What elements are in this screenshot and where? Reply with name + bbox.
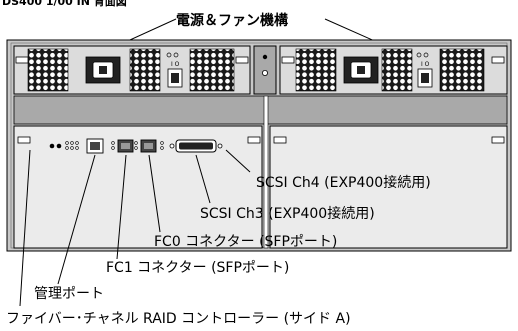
leader-controller (19, 149, 31, 307)
leader-lines (19, 149, 251, 307)
svg-text:I O: I O (171, 61, 180, 68)
controller-side-b (269, 125, 508, 249)
middle-band (13, 95, 508, 125)
vent-left-3 (189, 48, 235, 92)
chassis: I O I O (6, 39, 512, 252)
controller-a-latch-left (17, 136, 31, 144)
label-controller: ファイバー･チャネル RAID コントローラー (サイド A) (6, 311, 351, 327)
status-led-left (166, 52, 172, 58)
power-supply-left: I O (13, 45, 251, 95)
vent-right-3 (439, 48, 485, 92)
label-fc0: FC0 コネクター (SFPポート) (154, 234, 337, 250)
power-supply-right: I O (279, 45, 508, 95)
top-cut-text: DS400 1/00 IN 背面図 (2, 0, 127, 8)
controller-led-1 (49, 143, 55, 149)
fc-port-leds (111, 141, 164, 150)
vent-right-1 (295, 48, 337, 92)
label-fc1: FC1 コネクター (SFPポート) (106, 260, 289, 276)
scsi-connector (169, 139, 223, 153)
svg-text:I O: I O (421, 61, 430, 68)
power-fan-title: 電源＆ファン機構 (176, 12, 288, 29)
controller-b-latch-left (273, 136, 287, 144)
controller-b-latch-right (491, 136, 505, 144)
leader-fc0 (148, 154, 161, 233)
leader-fc1 (116, 154, 127, 260)
label-management-port: 管理ポート (34, 286, 104, 302)
label-scsi-ch3: SCSI Ch3 (EXP400接続用) (200, 205, 375, 222)
controller-led-2 (56, 143, 62, 149)
vent-left-1 (27, 48, 69, 92)
leader-scsi-ch3 (195, 154, 211, 204)
latch-right-2 (491, 56, 505, 64)
controller-led-grid (65, 141, 79, 150)
vent-left-2 (129, 48, 161, 92)
vent-right-2 (381, 48, 413, 92)
latch-left-2 (235, 56, 249, 64)
leader-mgmt (57, 154, 96, 285)
latch-left-1 (15, 56, 29, 64)
center-divider (253, 45, 277, 95)
leader-scsi-ch4 (225, 149, 251, 173)
label-scsi-ch4: SCSI Ch4 (EXP400接続用) (256, 174, 431, 191)
latch-right-1 (281, 56, 295, 64)
controller-side-a (13, 125, 263, 249)
status-led-right (416, 52, 422, 58)
mid-divider-post (263, 95, 269, 249)
controller-a-latch-right (247, 136, 261, 144)
